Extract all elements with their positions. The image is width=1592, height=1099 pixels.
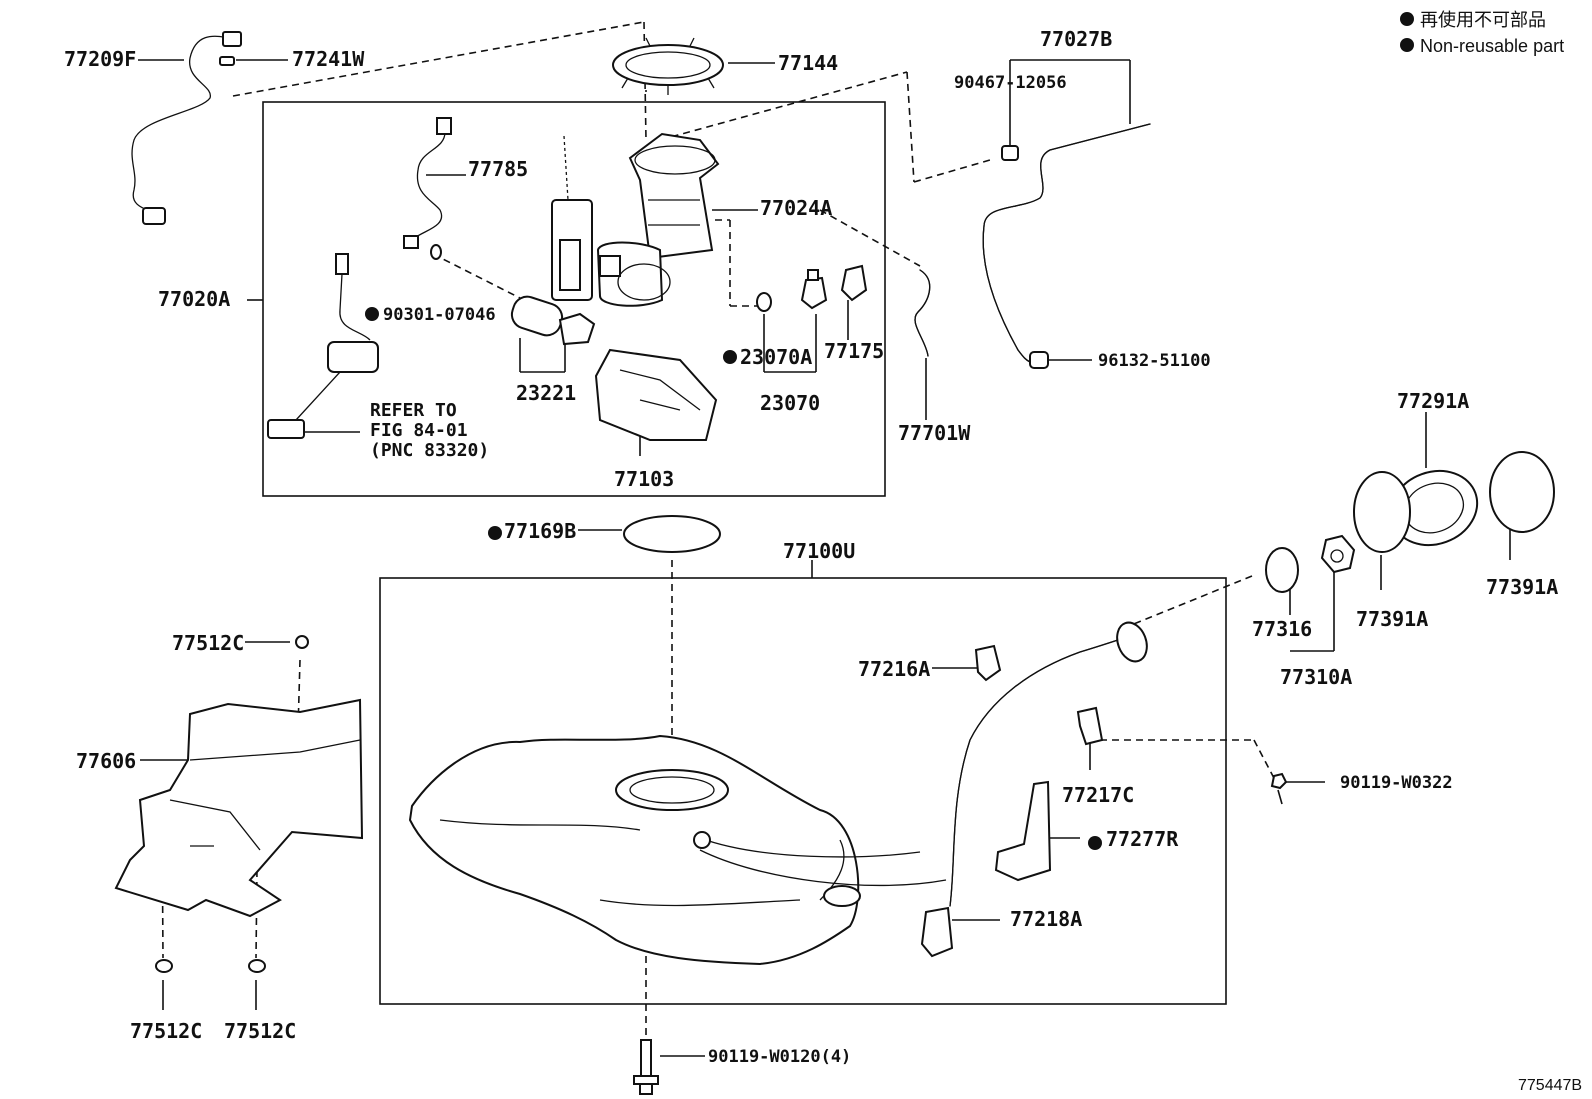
non-reusable-dot-icon bbox=[365, 307, 379, 321]
non-reusable-dot-icon bbox=[1400, 38, 1414, 52]
clip-77512C-top bbox=[295, 635, 309, 649]
label-77310A: 77310A bbox=[1280, 665, 1352, 689]
label-90467-12056: 90467-12056 bbox=[954, 73, 1067, 93]
label-77701W: 77701W bbox=[898, 421, 971, 445]
label-77606: 77606 bbox=[76, 749, 136, 773]
label-77241W: 77241W bbox=[292, 47, 365, 71]
filler-pipe bbox=[693, 621, 1148, 907]
wire-harness-77785 bbox=[403, 117, 452, 249]
sensor-harness-77209F bbox=[131, 31, 242, 225]
label-77512C-top: 77512C bbox=[172, 631, 244, 655]
label-77277R: 77277R bbox=[1106, 827, 1179, 851]
fuel-tank-77100U bbox=[408, 734, 861, 966]
clip-77512C-right bbox=[248, 959, 266, 973]
refer-line-1: REFER TO bbox=[370, 400, 457, 421]
label-77785: 77785 bbox=[468, 157, 528, 181]
part-labels: 77209F 77241W 77144 77027B 90467-12056 7… bbox=[64, 27, 1558, 1067]
non-reusable-dot-icon bbox=[488, 526, 502, 540]
label-77316: 77316 bbox=[1252, 617, 1312, 641]
label-77217C: 77217C bbox=[1062, 783, 1134, 807]
clip-77216A bbox=[974, 644, 1002, 682]
fuel-sender-gauge bbox=[267, 253, 379, 439]
label-23070A: 23070A bbox=[740, 345, 812, 369]
clip-77512C-left bbox=[155, 959, 173, 973]
heat-protector-77606 bbox=[114, 698, 364, 918]
label-77103: 77103 bbox=[614, 467, 674, 491]
label-77512C-right: 77512C bbox=[224, 1019, 296, 1043]
label-77209F: 77209F bbox=[64, 47, 136, 71]
gasket-77391A-small bbox=[1353, 471, 1411, 553]
refer-line-2: FIG 84-01 bbox=[370, 420, 468, 441]
pump-assembly-box bbox=[262, 101, 886, 497]
fuel-pump-23221 bbox=[510, 295, 596, 346]
label-77512C-left: 77512C bbox=[130, 1019, 202, 1043]
clip-77218A bbox=[920, 906, 954, 958]
tank-assembly-box bbox=[379, 577, 1227, 1005]
non-reusable-dot-icon bbox=[1088, 836, 1102, 850]
label-77027B: 77027B bbox=[1040, 27, 1112, 51]
legend-en: Non-reusable part bbox=[1420, 36, 1564, 56]
gasket-77316 bbox=[1265, 547, 1299, 593]
filler-nut-77310A bbox=[1320, 534, 1356, 574]
label-77169B: 77169B bbox=[504, 519, 576, 543]
gasket-77391A-large bbox=[1489, 451, 1555, 533]
figure-id: 775447B bbox=[1518, 1077, 1582, 1094]
label-23221: 23221 bbox=[516, 381, 576, 405]
label-77291A: 77291A bbox=[1397, 389, 1469, 413]
bolt-90119-W0322 bbox=[1270, 772, 1288, 805]
fuel-pump-suction-filter bbox=[551, 135, 593, 301]
refer-to-note: REFER TO FIG 84-01 (PNC 83320) bbox=[370, 400, 489, 461]
label-77024A: 77024A bbox=[760, 196, 832, 220]
non-reusable-dot-icon bbox=[1400, 12, 1414, 26]
non-reusable-dot-icon bbox=[723, 350, 737, 364]
clip-77175 bbox=[840, 264, 868, 302]
pressure-regulator-23070 bbox=[800, 269, 828, 310]
label-90119-W0120: 90119-W0120(4) bbox=[708, 1047, 851, 1067]
pump-module-77024A bbox=[596, 132, 720, 307]
gasket-77169B bbox=[623, 515, 721, 553]
label-77175: 77175 bbox=[824, 339, 884, 363]
label-77391A-small: 77391A bbox=[1356, 607, 1428, 631]
label-77216A: 77216A bbox=[858, 657, 930, 681]
seal-ring-23070A bbox=[756, 292, 772, 312]
label-77218A: 77218A bbox=[1010, 907, 1082, 931]
label-77144: 77144 bbox=[778, 51, 838, 75]
label-23070: 23070 bbox=[760, 391, 820, 415]
bracket-77217C bbox=[1076, 706, 1104, 746]
vent-tube-77027B bbox=[982, 123, 1151, 369]
label-90119-W0322: 90119-W0322 bbox=[1340, 773, 1453, 793]
bracket-77277R bbox=[994, 780, 1052, 882]
label-77391A-large: 77391A bbox=[1486, 575, 1558, 599]
retainer-ring-77144 bbox=[612, 37, 724, 95]
label-96132-51100: 96132-51100 bbox=[1098, 351, 1211, 371]
label-77020A: 77020A bbox=[158, 287, 230, 311]
fuel-cup-77103 bbox=[594, 348, 718, 441]
bolt-90119-W0120 bbox=[633, 1039, 659, 1095]
hose-77701W bbox=[914, 269, 931, 357]
legend-jp: 再使用不可部品 bbox=[1420, 10, 1546, 30]
refer-line-3: (PNC 83320) bbox=[370, 440, 489, 461]
legend: 再使用不可部品 Non-reusable part bbox=[1400, 10, 1564, 56]
label-90301-07046: 90301-07046 bbox=[383, 305, 496, 325]
o-ring-90301 bbox=[430, 244, 442, 260]
label-77100U: 77100U bbox=[783, 539, 855, 563]
